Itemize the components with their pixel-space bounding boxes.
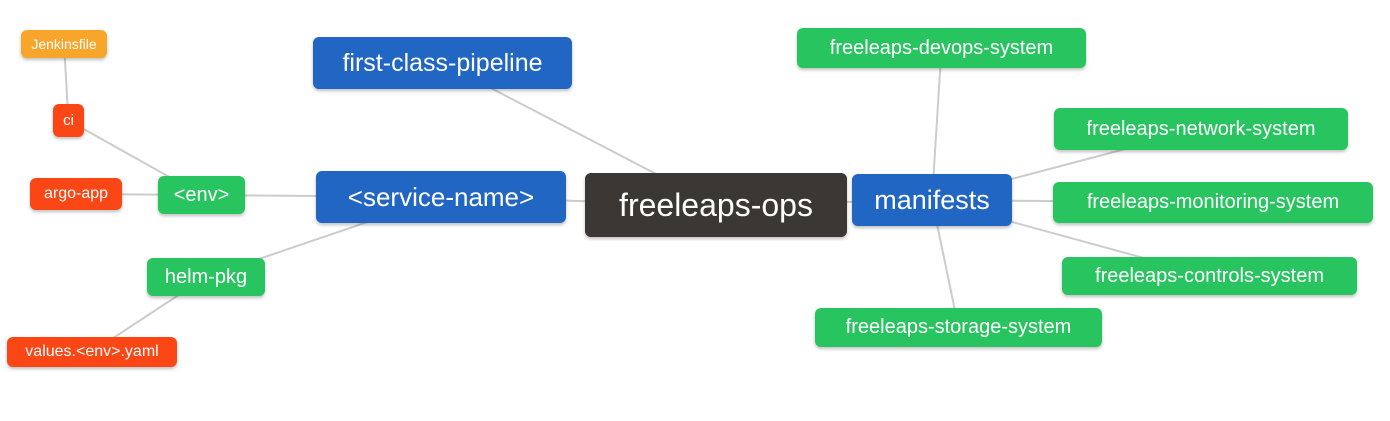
- node-jenkinsfile[interactable]: Jenkinsfile: [21, 30, 107, 58]
- node-env[interactable]: <env>: [158, 176, 245, 214]
- node-freeleaps-controls-system[interactable]: freeleaps-controls-system: [1062, 257, 1357, 295]
- node-values-env-yaml[interactable]: values.<env>.yaml: [7, 337, 177, 367]
- node-freeleaps-devops-system[interactable]: freeleaps-devops-system: [797, 28, 1086, 68]
- node-manifests[interactable]: manifests: [852, 174, 1012, 226]
- node-helm-pkg[interactable]: helm-pkg: [147, 258, 265, 296]
- node-ci[interactable]: ci: [53, 104, 84, 137]
- node-first-class-pipeline[interactable]: first-class-pipeline: [313, 37, 572, 89]
- node-freeleaps-monitoring-system[interactable]: freeleaps-monitoring-system: [1053, 182, 1373, 223]
- node-argo-app[interactable]: argo-app: [30, 178, 122, 210]
- node-freeleaps-network-system[interactable]: freeleaps-network-system: [1054, 108, 1348, 150]
- node-service-name[interactable]: <service-name>: [316, 171, 566, 223]
- node-freeleaps-storage-system[interactable]: freeleaps-storage-system: [815, 308, 1102, 347]
- node-freeleaps-ops[interactable]: freeleaps-ops: [585, 173, 847, 237]
